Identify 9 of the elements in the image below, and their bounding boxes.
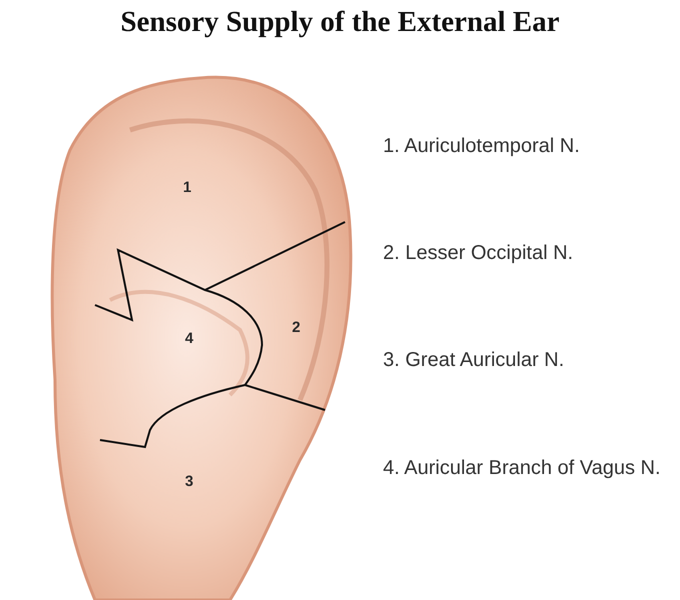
nerve-label: 4. Auricular Branch of Vagus N. [383,456,662,481]
region-number: 2 [292,320,300,335]
region-number: 4 [185,331,194,346]
nerve-label: 2. Lesser Occipital N. [383,241,574,266]
region-number: 3 [185,474,194,489]
nerve-label: 1. Auriculotemporal N. [383,134,581,159]
title: Sensory Supply of the External Ear [119,6,561,39]
nerve-label: 3. Great Auricular N. [383,348,566,373]
region-number: 1 [183,180,192,195]
